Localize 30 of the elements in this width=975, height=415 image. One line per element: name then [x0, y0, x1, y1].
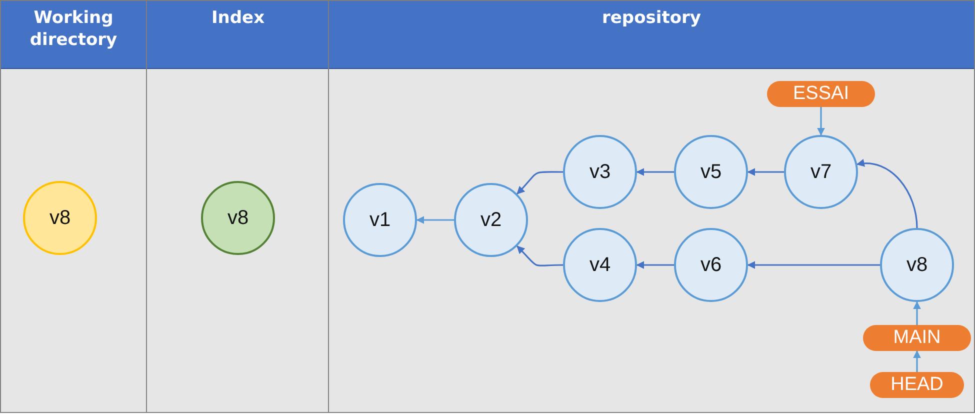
version-circle: v8	[880, 228, 954, 302]
version-circle: v7	[784, 135, 858, 209]
column-header: Index	[147, 1, 329, 69]
arrow	[636, 168, 674, 176]
column-header: Working directory	[1, 1, 146, 69]
arrow	[913, 301, 921, 325]
arrow	[817, 107, 825, 136]
version-circle: v8	[201, 181, 275, 255]
table-column	[328, 0, 975, 413]
version-circle: v3	[563, 135, 637, 209]
branch-pointer: ESSAI	[767, 81, 875, 107]
arrow	[516, 246, 564, 266]
arrow	[747, 261, 880, 269]
table-column	[146, 0, 330, 413]
version-circle: v6	[674, 228, 748, 302]
arrow	[747, 168, 784, 176]
version-circle: v8	[23, 181, 97, 255]
version-circle: v2	[454, 183, 528, 257]
version-circle: v1	[343, 183, 417, 257]
version-circle: v5	[674, 135, 748, 209]
arrow	[856, 160, 918, 228]
arrow	[516, 171, 563, 194]
column-header: repository	[329, 1, 974, 69]
branch-pointer: MAIN	[863, 325, 971, 351]
arrow	[636, 261, 674, 269]
table-column	[0, 0, 147, 413]
version-circle: v4	[563, 228, 637, 302]
arrow	[416, 216, 454, 224]
branch-pointer: HEAD	[870, 372, 964, 398]
arrow	[913, 350, 921, 372]
